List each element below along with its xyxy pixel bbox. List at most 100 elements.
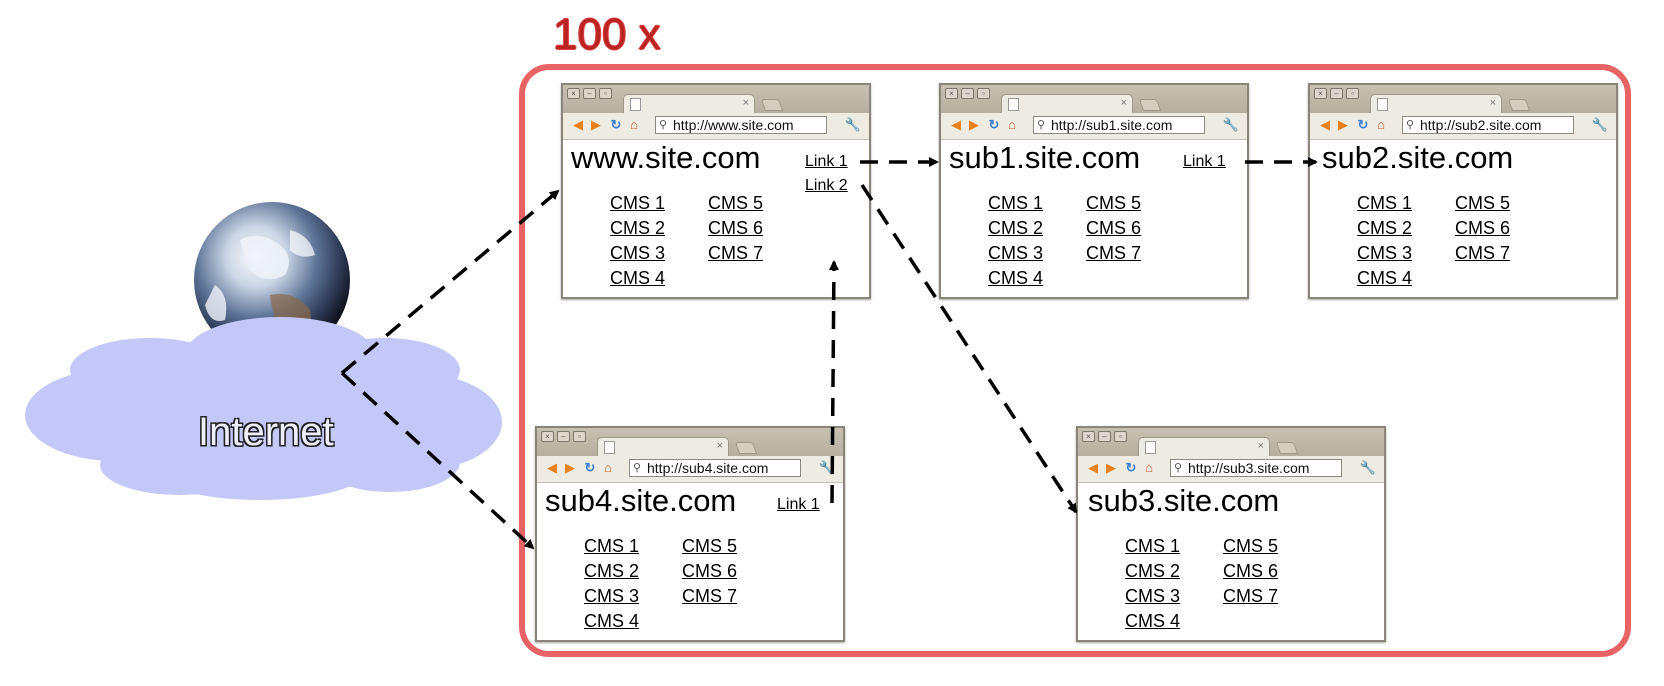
home-icon[interactable]: ⌂: [1377, 117, 1385, 132]
cms-link-3[interactable]: CMS 3: [1357, 243, 1413, 263]
cms-link-5[interactable]: CMS 5: [1455, 193, 1511, 213]
cms-link-6[interactable]: CMS 6: [1455, 218, 1511, 238]
address-bar[interactable]: ⚲http://sub4.site.com: [629, 459, 801, 477]
address-bar[interactable]: ⚲http://www.site.com: [655, 116, 827, 134]
window-minimize-button[interactable]: –: [1098, 431, 1111, 442]
home-icon[interactable]: ⌂: [630, 117, 638, 132]
link-1[interactable]: Link 1: [805, 153, 848, 170]
cms-link-2[interactable]: CMS 2: [610, 218, 666, 238]
wrench-icon[interactable]: 🔧: [1591, 117, 1608, 132]
cms-link-2[interactable]: CMS 2: [1357, 218, 1413, 238]
wrench-icon[interactable]: 🔧: [818, 460, 835, 475]
window-minimize-button[interactable]: –: [583, 88, 596, 99]
cms-link-3[interactable]: CMS 3: [584, 586, 640, 606]
window-close-button[interactable]: ×: [945, 88, 958, 99]
cms-link-4[interactable]: CMS 4: [584, 611, 640, 631]
new-tab-button[interactable]: [1138, 99, 1162, 111]
link-1[interactable]: Link 1: [1183, 153, 1226, 170]
address-bar[interactable]: ⚲http://sub1.site.com: [1033, 116, 1205, 134]
cms-link-4[interactable]: CMS 4: [988, 268, 1044, 288]
cms-link-4[interactable]: CMS 4: [1357, 268, 1413, 288]
browser-tab[interactable]: ×: [623, 94, 755, 114]
browser-tab[interactable]: ×: [1001, 94, 1133, 114]
cms-link-2[interactable]: CMS 2: [1125, 561, 1181, 581]
cms-link-4[interactable]: CMS 4: [610, 268, 666, 288]
cms-link-1[interactable]: CMS 1: [1125, 536, 1181, 556]
tab-close-icon[interactable]: ×: [716, 440, 723, 452]
reload-icon[interactable]: ↻: [584, 460, 596, 475]
cms-link-1[interactable]: CMS 1: [610, 193, 666, 213]
cms-link-2[interactable]: CMS 2: [988, 218, 1044, 238]
cms-link-7[interactable]: CMS 7: [682, 586, 738, 606]
browser-tab[interactable]: ×: [597, 437, 729, 457]
forward-arrow-icon[interactable]: ▶: [1106, 460, 1116, 475]
browser-tab[interactable]: ×: [1370, 94, 1502, 114]
cms-link-7[interactable]: CMS 7: [708, 243, 764, 263]
back-arrow-icon[interactable]: ◀: [951, 117, 961, 132]
home-icon[interactable]: ⌂: [604, 460, 612, 475]
tab-close-icon[interactable]: ×: [1257, 440, 1264, 452]
cms-link-5[interactable]: CMS 5: [1223, 536, 1279, 556]
window-close-button[interactable]: ×: [1314, 88, 1327, 99]
cms-link-6[interactable]: CMS 6: [1086, 218, 1142, 238]
back-arrow-icon[interactable]: ◀: [547, 460, 557, 475]
window-close-button[interactable]: ×: [567, 88, 580, 99]
reload-icon[interactable]: ↻: [610, 117, 622, 132]
cms-link-5[interactable]: CMS 5: [1086, 193, 1142, 213]
link-1[interactable]: Link 1: [777, 496, 820, 513]
new-tab-button[interactable]: [1507, 99, 1531, 111]
forward-arrow-icon[interactable]: ▶: [565, 460, 575, 475]
site-title: sub1.site.com: [949, 140, 1141, 175]
cms-link-6[interactable]: CMS 6: [1223, 561, 1279, 581]
cms-link-6[interactable]: CMS 6: [682, 561, 738, 581]
new-tab-button[interactable]: [734, 442, 758, 454]
window-minimize-button[interactable]: –: [1330, 88, 1343, 99]
new-tab-button[interactable]: [1275, 442, 1299, 454]
cms-link-7[interactable]: CMS 7: [1086, 243, 1142, 263]
home-icon[interactable]: ⌂: [1008, 117, 1016, 132]
reload-icon[interactable]: ↻: [988, 117, 1000, 132]
window-minimize-button[interactable]: –: [961, 88, 974, 99]
cms-link-6[interactable]: CMS 6: [708, 218, 764, 238]
back-arrow-icon[interactable]: ◀: [1088, 460, 1098, 475]
address-bar[interactable]: ⚲http://sub2.site.com: [1402, 116, 1574, 134]
cms-link-7[interactable]: CMS 7: [1455, 243, 1511, 263]
forward-arrow-icon[interactable]: ▶: [1338, 117, 1348, 132]
window-close-button[interactable]: ×: [1082, 431, 1095, 442]
cms-link-2[interactable]: CMS 2: [584, 561, 640, 581]
browser-tab[interactable]: ×: [1138, 437, 1270, 457]
cms-link-7[interactable]: CMS 7: [1223, 586, 1279, 606]
forward-arrow-icon[interactable]: ▶: [591, 117, 601, 132]
window-minimize-button[interactable]: –: [557, 431, 570, 442]
cms-link-1[interactable]: CMS 1: [584, 536, 640, 556]
cms-link-1[interactable]: CMS 1: [988, 193, 1044, 213]
window-maximize-button[interactable]: ▫: [1346, 88, 1359, 99]
cms-link-3[interactable]: CMS 3: [1125, 586, 1181, 606]
wrench-icon[interactable]: 🔧: [1222, 117, 1239, 132]
back-arrow-icon[interactable]: ◀: [1320, 117, 1330, 132]
tab-close-icon[interactable]: ×: [1489, 97, 1496, 109]
forward-arrow-icon[interactable]: ▶: [969, 117, 979, 132]
reload-icon[interactable]: ↻: [1357, 117, 1369, 132]
wrench-icon[interactable]: 🔧: [1359, 460, 1376, 475]
address-bar[interactable]: ⚲http://sub3.site.com: [1170, 459, 1342, 477]
reload-icon[interactable]: ↻: [1125, 460, 1137, 475]
window-maximize-button[interactable]: ▫: [573, 431, 586, 442]
cms-link-5[interactable]: CMS 5: [708, 193, 764, 213]
window-maximize-button[interactable]: ▫: [1114, 431, 1127, 442]
new-tab-button[interactable]: [760, 99, 784, 111]
window-maximize-button[interactable]: ▫: [977, 88, 990, 99]
home-icon[interactable]: ⌂: [1145, 460, 1153, 475]
tab-close-icon[interactable]: ×: [742, 97, 749, 109]
cms-link-1[interactable]: CMS 1: [1357, 193, 1413, 213]
wrench-icon[interactable]: 🔧: [844, 117, 861, 132]
cms-link-5[interactable]: CMS 5: [682, 536, 738, 556]
tab-close-icon[interactable]: ×: [1120, 97, 1127, 109]
cms-link-3[interactable]: CMS 3: [610, 243, 666, 263]
window-maximize-button[interactable]: ▫: [599, 88, 612, 99]
cms-link-3[interactable]: CMS 3: [988, 243, 1044, 263]
cms-link-4[interactable]: CMS 4: [1125, 611, 1181, 631]
back-arrow-icon[interactable]: ◀: [573, 117, 583, 132]
window-close-button[interactable]: ×: [541, 431, 554, 442]
link-2[interactable]: Link 2: [805, 177, 848, 194]
